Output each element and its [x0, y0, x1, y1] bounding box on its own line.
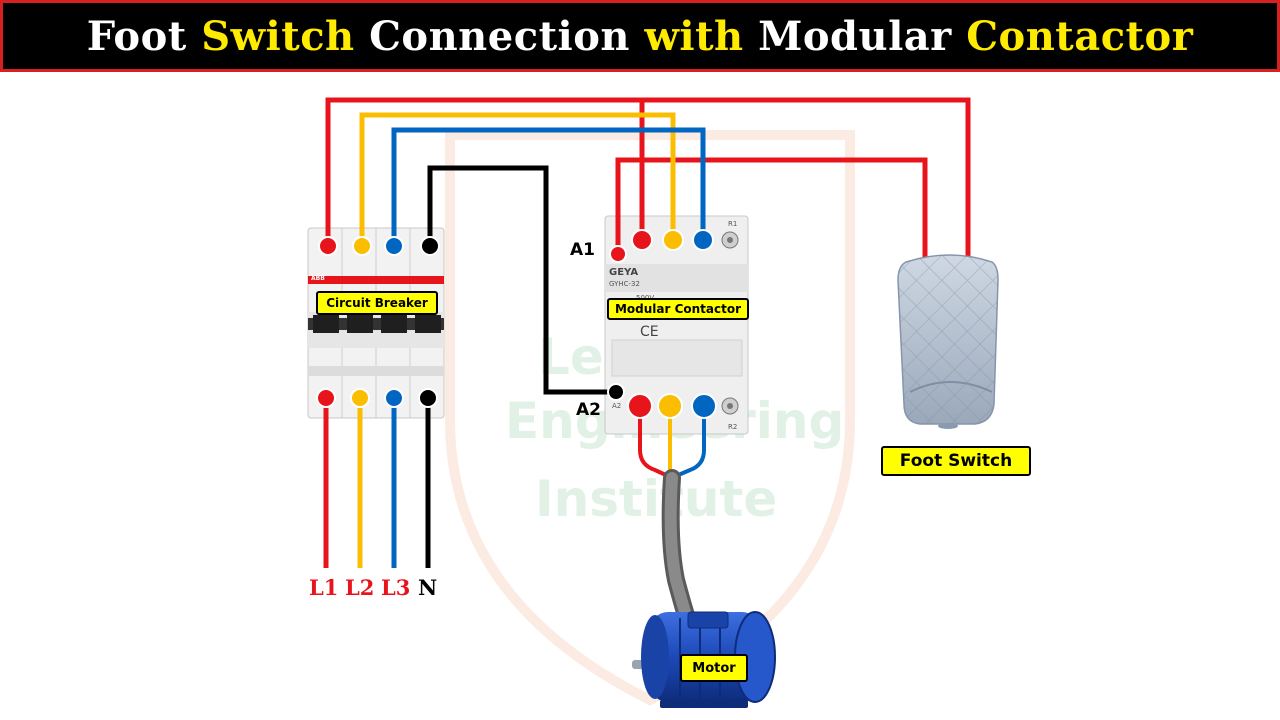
terminal-dots	[316, 229, 717, 419]
contactor-model: GYHC-32	[609, 280, 640, 288]
watermark-shield	[445, 130, 855, 706]
wire-l3-supply	[391, 127, 706, 246]
circuit-breaker	[307, 227, 445, 419]
foot-switch-label: Foot Switch	[881, 446, 1031, 476]
modular-contactor-label: Modular Contactor	[607, 298, 749, 320]
breaker-red-stripe	[308, 276, 444, 284]
title-word-switch: Switch	[201, 12, 355, 60]
motor-cable	[638, 408, 706, 637]
wire-foot-switch-to-a1	[615, 157, 928, 258]
contactor-brand: GEYA	[609, 267, 639, 278]
title-word-with: with	[644, 12, 744, 60]
line-label-l2: L2	[345, 575, 375, 600]
line-label-l1: L1	[309, 575, 339, 600]
contactor-r2: R2	[728, 423, 738, 431]
motor-label: Motor	[680, 654, 748, 682]
terminal-a2-label: A2	[576, 400, 601, 420]
circuit-breaker-label: Circuit Breaker	[316, 291, 438, 315]
modular-contactor	[604, 215, 749, 435]
line-label-l3: L3	[381, 575, 411, 600]
title-word-foot: Foot	[86, 12, 187, 60]
wire-foot-switch-return	[642, 97, 971, 258]
wire-l1-supply	[325, 97, 645, 246]
title-word-modular: Modular	[758, 12, 952, 60]
contactor-a2-small: A2	[612, 402, 622, 410]
title-word-contactor: Contactor	[966, 12, 1194, 60]
breaker-brand: ABB	[311, 275, 325, 282]
ce-mark: CE	[640, 324, 659, 340]
breaker-toggle-bar	[308, 318, 444, 330]
watermark-line3: Institute	[535, 470, 778, 528]
title-word-connection: Connection	[369, 12, 630, 60]
line-label-n: N	[418, 575, 438, 600]
terminal-a1-label: A1	[570, 240, 595, 260]
wire-neutral-a2	[427, 165, 616, 395]
wires	[323, 97, 971, 568]
title-bar: Foot Switch Connection with Modular Cont…	[0, 0, 1280, 72]
wire-l2-supply	[359, 112, 676, 246]
contactor-r1: R1	[728, 220, 738, 228]
foot-switch-pedal	[897, 254, 999, 429]
